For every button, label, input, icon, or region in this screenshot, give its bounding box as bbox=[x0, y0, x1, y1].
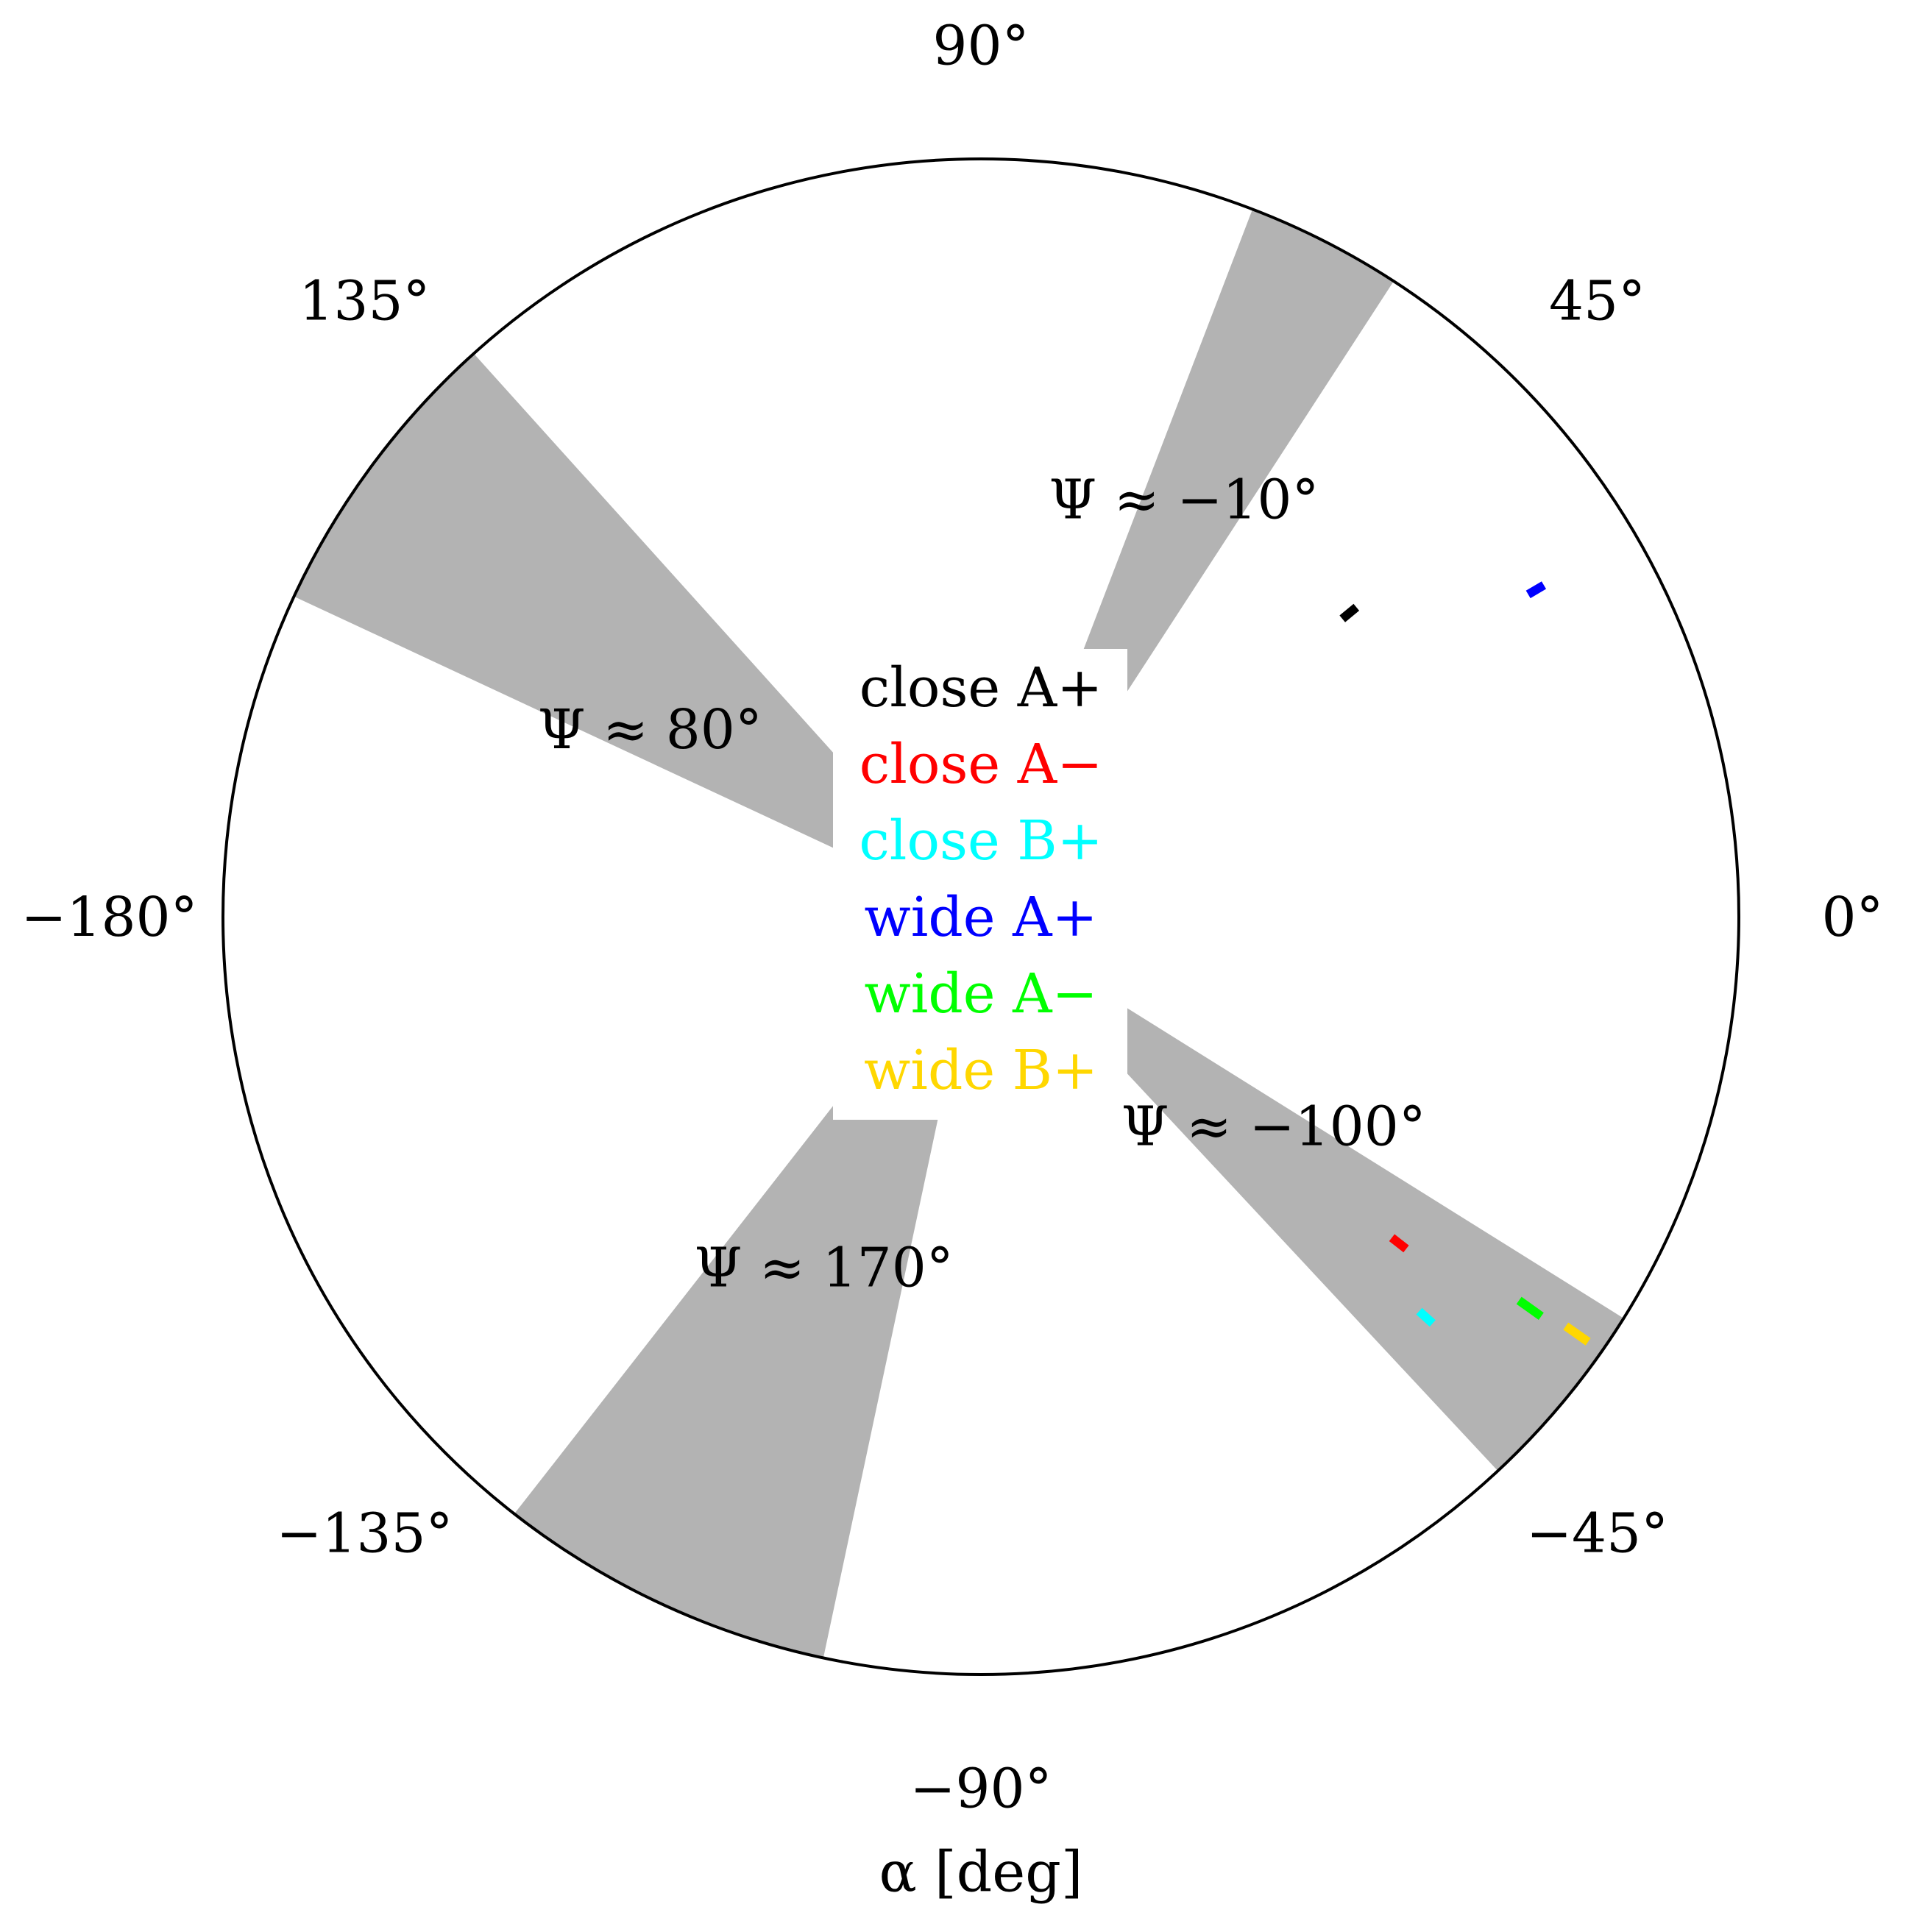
data-mark-1 bbox=[1339, 603, 1360, 622]
shaded-region-2 bbox=[294, 353, 880, 853]
shaded-region-1 bbox=[1035, 209, 1394, 790]
theta-tick-label: 0° bbox=[1821, 886, 1883, 949]
legend-entry: close B+ bbox=[859, 809, 1102, 873]
legend: close A+ close A− close B+ wide A+ wide A− wi… bbox=[833, 649, 1127, 1120]
data-mark-4 bbox=[1525, 581, 1547, 599]
theta-tick-label: 90° bbox=[932, 15, 1029, 78]
legend-box bbox=[833, 649, 1127, 1120]
theta-tick-label: −90° bbox=[910, 1758, 1052, 1821]
theta-tick-label: −45° bbox=[1526, 1502, 1668, 1566]
region-label: Ψ ≈ −100° bbox=[1121, 1095, 1426, 1159]
region-label: Ψ ≈ 80° bbox=[538, 698, 762, 761]
shaded-region-4 bbox=[1084, 997, 1624, 1471]
angle-tick-labels: 0° 45° 90° 135° −180° −135° −90° −45° bbox=[21, 15, 1883, 1821]
x-axis-label: α [deg] bbox=[879, 1839, 1082, 1905]
theta-tick-label: 135° bbox=[299, 269, 430, 333]
region-label: Ψ ≈ 170° bbox=[695, 1237, 954, 1300]
legend-entry: wide A− bbox=[864, 962, 1097, 1026]
region-annotations: Ψ ≈ −10° Ψ ≈ 80° Ψ ≈ 170° Ψ ≈ −100° bbox=[538, 469, 1426, 1300]
data-mark-3 bbox=[1416, 1307, 1436, 1327]
polar-outline bbox=[221, 157, 1740, 1676]
legend-entry: close A− bbox=[859, 733, 1102, 796]
data-marks bbox=[1339, 581, 1591, 1346]
region-label: Ψ ≈ −10° bbox=[1049, 469, 1319, 532]
shaded-region-3 bbox=[514, 1036, 950, 1658]
theta-tick-label: 45° bbox=[1549, 269, 1645, 333]
data-mark-2 bbox=[1389, 1234, 1409, 1253]
data-mark-5 bbox=[1516, 1296, 1544, 1320]
theta-tick-label: −180° bbox=[21, 886, 197, 949]
shaded-regions bbox=[294, 209, 1624, 1658]
legend-entry: wide B+ bbox=[864, 1039, 1098, 1102]
legend-entry: wide A+ bbox=[864, 886, 1097, 949]
theta-tick-label: −135° bbox=[276, 1502, 453, 1566]
legend-entry: close A+ bbox=[859, 656, 1102, 720]
data-mark-6 bbox=[1563, 1322, 1591, 1346]
